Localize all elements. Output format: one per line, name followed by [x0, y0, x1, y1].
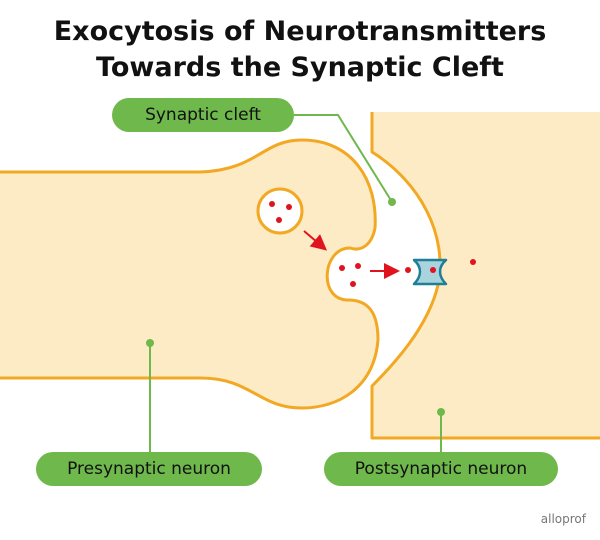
- neurotransmitter-dot: [350, 281, 356, 287]
- alloprof-logo: alloprof: [540, 512, 586, 526]
- presynaptic-leader-dot: [146, 339, 154, 347]
- title-line-2: Towards the Synaptic Cleft: [96, 52, 504, 83]
- neurotransmitter-dot: [430, 267, 436, 273]
- presynaptic-neuron: [0, 140, 378, 408]
- neurotransmitter-dot: [405, 267, 411, 273]
- neurotransmitter-dot: [339, 265, 345, 271]
- postsynaptic-neuron-label: Postsynaptic neuron: [324, 452, 558, 486]
- cleft-leader-dot: [388, 198, 396, 206]
- neurotransmitter-dot: [355, 263, 361, 269]
- title-line-1: Exocytosis of Neurotransmitters: [53, 16, 547, 47]
- synaptic-cleft-label: Synaptic cleft: [112, 98, 294, 132]
- arrow-to-membrane: [303, 230, 328, 251]
- diagram-title: Exocytosis of Neurotransmitters Towards …: [0, 14, 600, 86]
- postsynaptic-neuron: [372, 112, 600, 438]
- presynaptic-neuron-label: Presynaptic neuron: [36, 452, 262, 486]
- synaptic-vesicle: [256, 187, 304, 235]
- neurotransmitter-dot: [470, 259, 476, 265]
- neurotransmitter-dot: [286, 204, 292, 210]
- presynaptic-membrane: [0, 138, 380, 410]
- postsynaptic-leader-dot: [437, 408, 445, 416]
- neurotransmitter-dot: [276, 217, 282, 223]
- cleft-leader-line: [294, 114, 393, 203]
- neurotransmitter-dot: [269, 201, 275, 207]
- receptor-icon: [412, 258, 448, 286]
